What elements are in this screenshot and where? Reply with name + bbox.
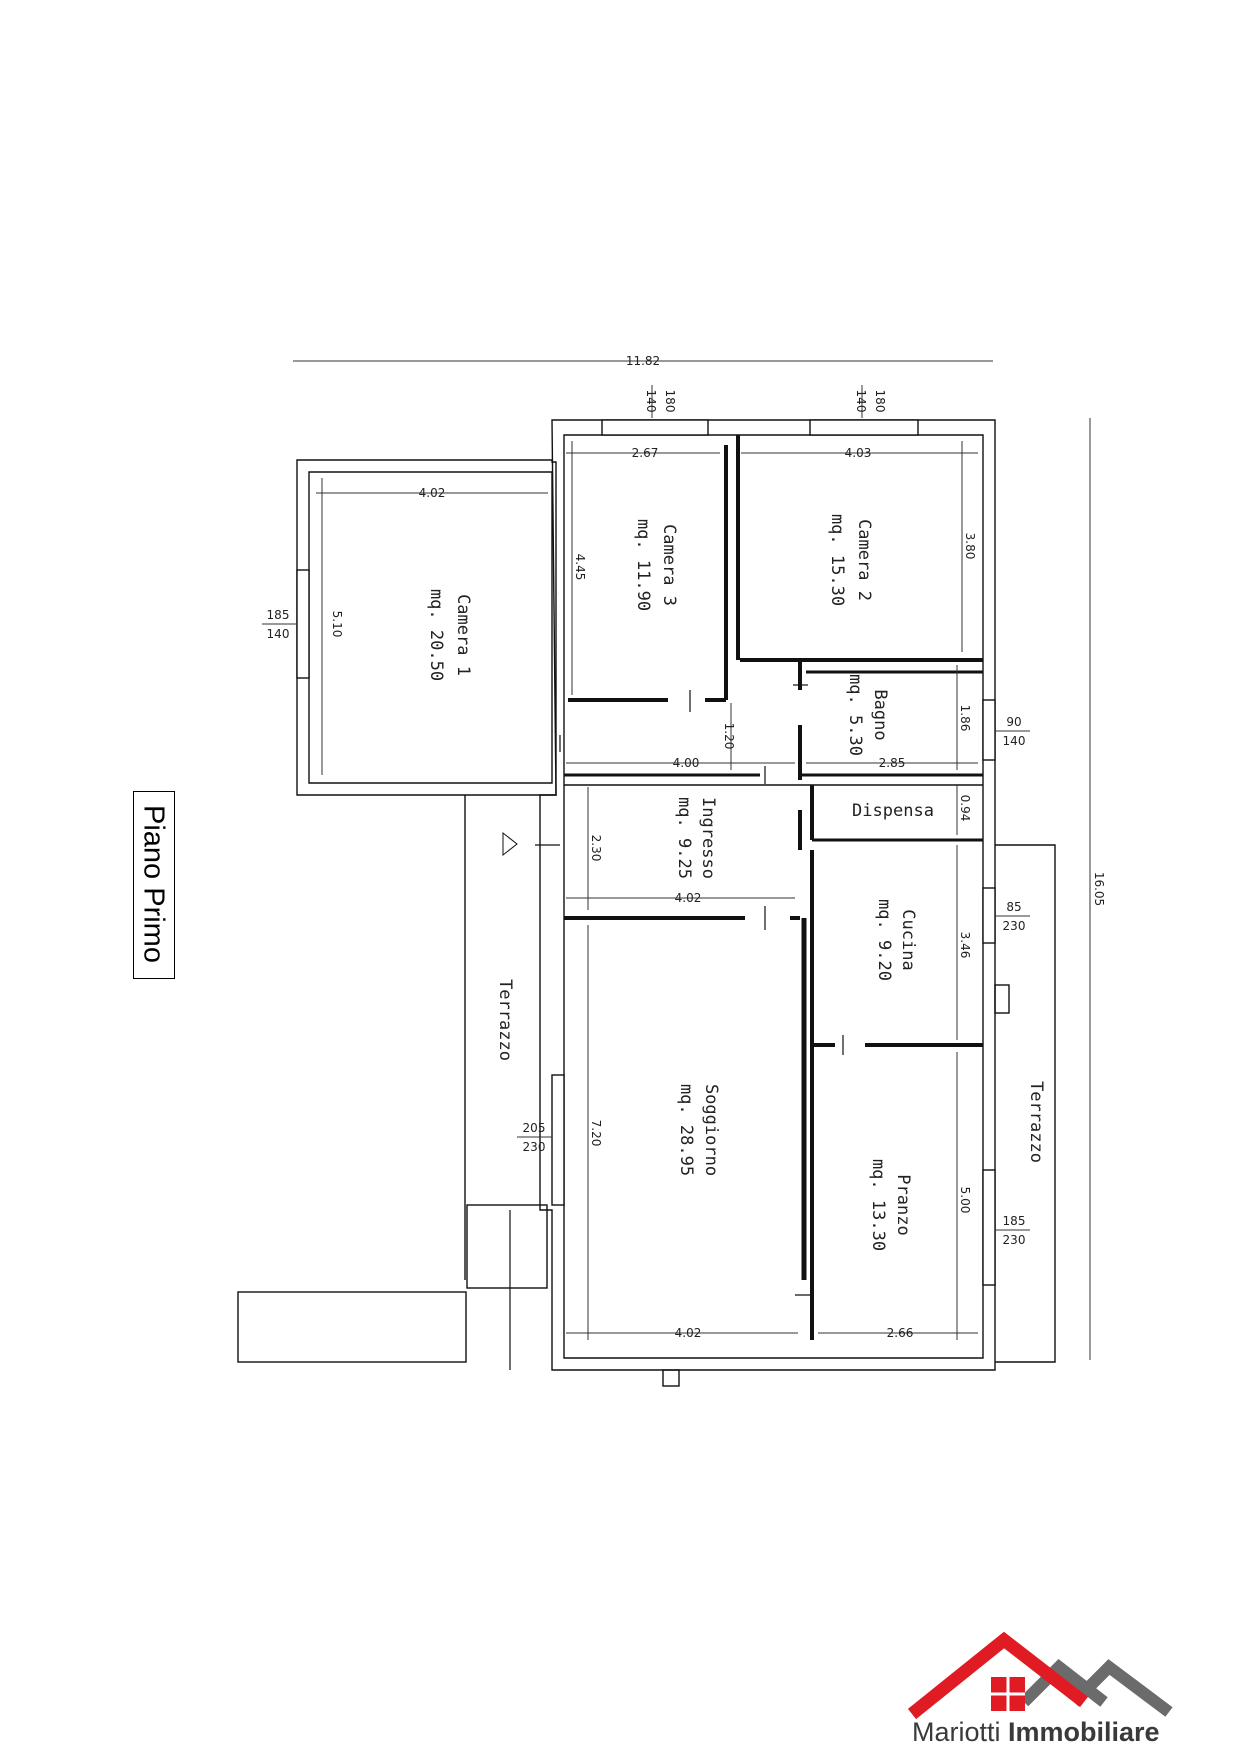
- dim-dispensa-depth: 0.94: [958, 795, 972, 822]
- dim-corridor-width: 4.00: [673, 756, 700, 770]
- brand-name-bold: Immobiliare: [1008, 1717, 1160, 1747]
- room-pranzo-name: Pranzo: [893, 1174, 913, 1235]
- room-cucina-area: mq. 9.20: [874, 899, 894, 981]
- stairs-upper: [466, 1204, 548, 1289]
- window-camera2-bottom: 140: [854, 390, 868, 413]
- terrace-right: [995, 844, 1056, 1363]
- dim-camera3-width: 2.67: [632, 446, 659, 460]
- dim-ingresso-depth: 2.30: [589, 835, 603, 862]
- room-bagno-name: Bagno: [870, 689, 890, 740]
- dim-overall-depth: 16.05: [1092, 872, 1106, 906]
- main-inner-wall: [563, 434, 984, 1359]
- window-bagno-top: 90: [1006, 715, 1021, 729]
- dim-camera2-depth: 3.80: [963, 533, 977, 560]
- window-pranzo: [982, 1169, 996, 1286]
- window-camera1: [296, 569, 310, 679]
- stairs-lower: [237, 1291, 467, 1363]
- window-camera3: [601, 419, 709, 436]
- dim-bagno-width: 2.85: [879, 756, 906, 770]
- dim-camera1-depth: 5.10: [330, 611, 344, 638]
- window-bagno-bottom: 140: [1003, 734, 1026, 748]
- window-camera3-top: 180: [663, 390, 677, 413]
- brand-logo-icon: [907, 1631, 1173, 1720]
- dim-cucina-depth: 3.46: [958, 932, 972, 959]
- dim-corridor-depth: 1.20: [722, 723, 736, 750]
- dim-pranzo-width: 2.66: [887, 1326, 914, 1340]
- window-camera3-bottom: 140: [644, 390, 658, 413]
- dim-soggiorno-depth: 7.20: [589, 1120, 603, 1147]
- window-soggiorno-top: 205: [523, 1121, 546, 1135]
- room-ingresso-name: Ingresso: [698, 797, 718, 879]
- dim-camera2-width: 4.03: [845, 446, 872, 460]
- window-pranzo-bottom: 230: [1003, 1233, 1026, 1247]
- room-soggiorno-name: Soggiorno: [701, 1084, 721, 1176]
- window-camera1-bottom: 140: [267, 627, 290, 641]
- room-bagno-area: mq. 5.30: [845, 674, 865, 756]
- room-soggiorno-area: mq. 28.95: [676, 1084, 696, 1176]
- room-camera1-area: mq. 20.50: [426, 589, 446, 681]
- label-terrazzo-left: Terrazzo: [495, 979, 515, 1061]
- dim-soggiorno-width: 4.02: [675, 1326, 702, 1340]
- brand-name-light: Mariotti: [912, 1717, 1001, 1747]
- logo-gray-roof-2: [1069, 1659, 1173, 1717]
- dim-camera3-depth: 4.45: [573, 554, 587, 581]
- window-cucina-top: 85: [1006, 900, 1021, 914]
- room-camera2-name: Camera 2: [854, 519, 874, 601]
- room-ingresso-area: mq. 9.25: [674, 797, 694, 879]
- window-camera1-top: 185: [267, 608, 290, 622]
- dim-ingresso-width: 4.02: [675, 891, 702, 905]
- label-dispensa: Dispensa: [852, 801, 934, 821]
- window-soggiorno: [551, 1074, 565, 1206]
- room-cucina-name: Cucina: [898, 909, 918, 970]
- camera1-wall-inner: [308, 471, 553, 784]
- dim-bagno-depth: 1.86: [958, 705, 972, 732]
- plan-title: Piano Primo: [137, 805, 170, 963]
- balcony-door: [662, 1369, 680, 1387]
- window-soggiorno-bottom: 230: [523, 1140, 546, 1154]
- dim-overall-width: 11.82: [626, 354, 660, 368]
- room-camera3-name: Camera 3: [659, 524, 679, 606]
- window-pranzo-top: 185: [1003, 1214, 1026, 1228]
- room-camera1-name: Camera 1: [453, 594, 473, 676]
- room-pranzo-area: mq. 13.30: [868, 1159, 888, 1251]
- title-frame: [133, 791, 175, 979]
- dim-camera1-width: 4.02: [419, 486, 446, 500]
- window-cucina: [982, 887, 996, 944]
- label-terrazzo-right: Terrazzo: [1026, 1081, 1046, 1163]
- window-cucina-bottom: 230: [1003, 919, 1026, 933]
- dim-pranzo-depth: 5.00: [958, 1187, 972, 1214]
- logo-red-roof: [907, 1631, 1088, 1720]
- brand-name: Mariotti Immobiliare: [912, 1717, 1160, 1748]
- chimney: [994, 984, 1010, 1014]
- room-camera2-area: mq. 15.30: [827, 514, 847, 606]
- room-camera3-area: mq. 11.90: [633, 519, 653, 611]
- entrance-triangle: [502, 831, 518, 857]
- window-bagno: [982, 699, 996, 761]
- window-camera2: [809, 419, 919, 436]
- main-outer-wall: [539, 419, 996, 1371]
- window-camera2-top: 180: [873, 390, 887, 413]
